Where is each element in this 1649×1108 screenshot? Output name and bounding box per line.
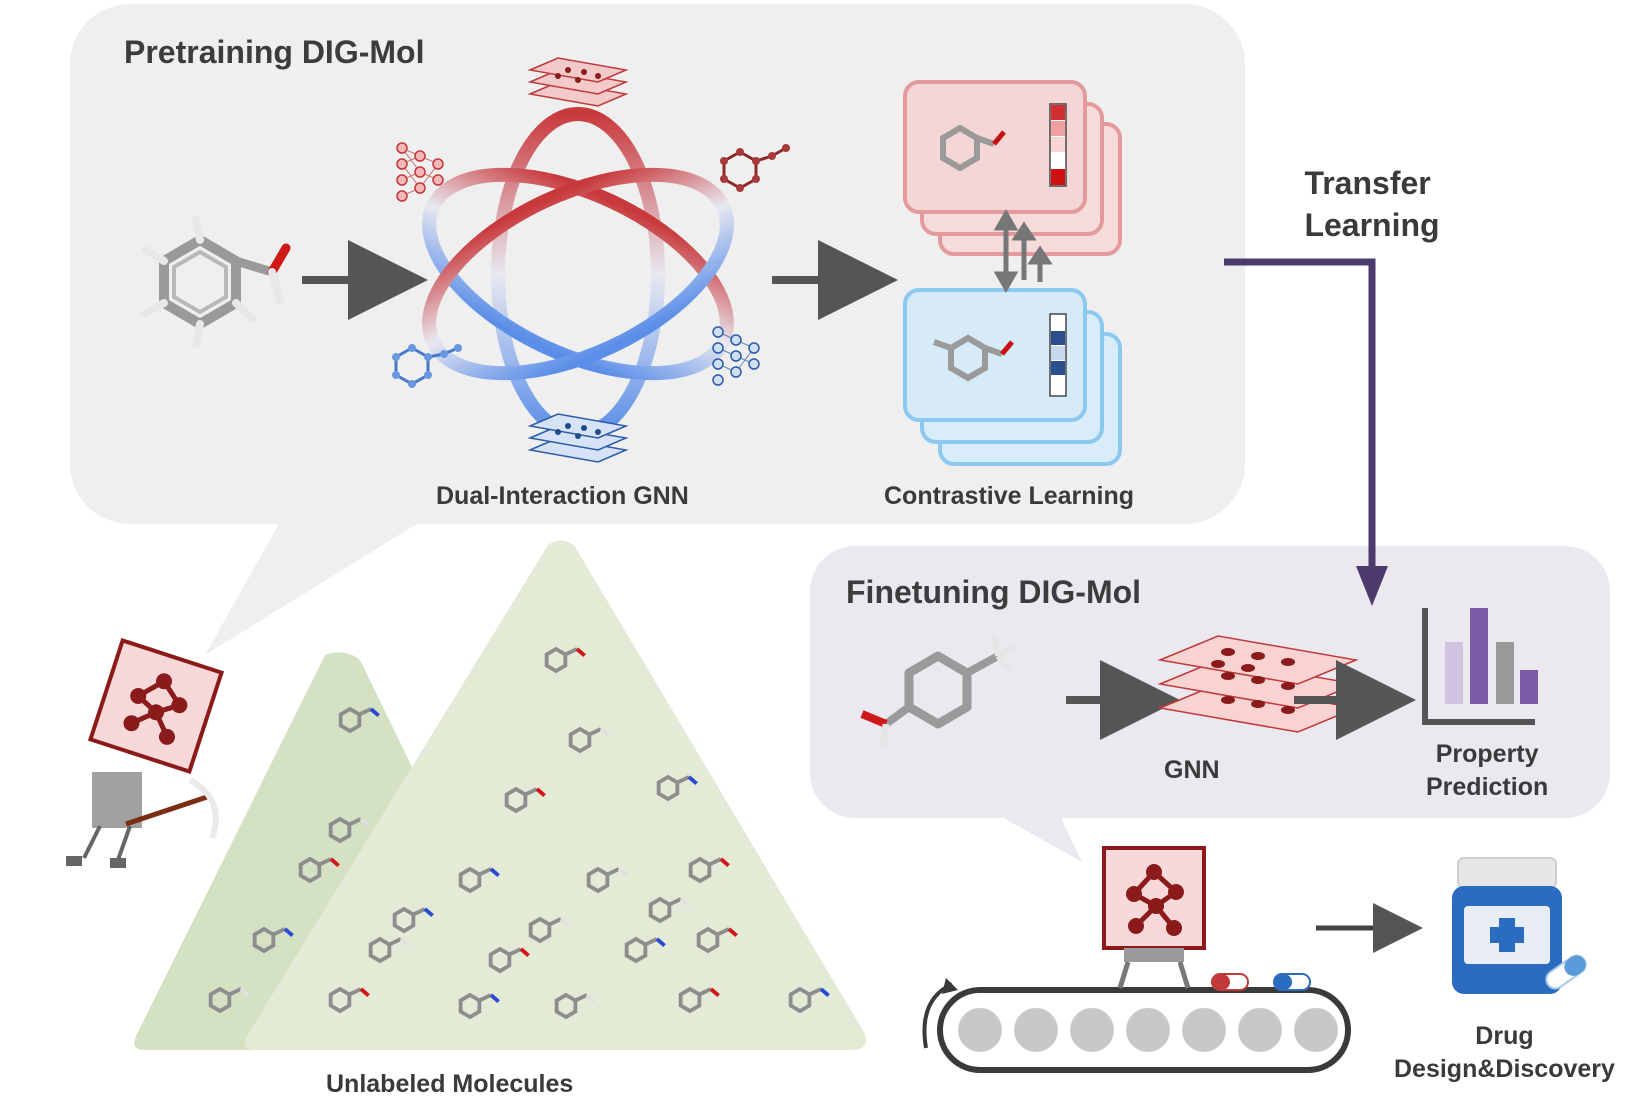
molecule-icon (458, 992, 500, 1020)
drug-line-1: Drug (1475, 1022, 1534, 1050)
drug-design-label: Drug Design&Discovery (1394, 1020, 1615, 1086)
molecule-icon (252, 926, 294, 954)
input-molecule (140, 216, 291, 348)
molecule-icon (568, 726, 610, 754)
unlabeled-molecules-piles (134, 540, 867, 1050)
blue-graph-layers-icon (527, 413, 629, 463)
small-molecules (208, 646, 830, 1020)
molecule-icon (624, 936, 666, 964)
property-prediction-chart-icon (1422, 608, 1538, 725)
drug-bottle-icon (1452, 857, 1587, 994)
molecule-icon (298, 856, 340, 884)
transfer-learning-arrow (1224, 258, 1388, 606)
property-line-1: Property (1435, 740, 1539, 768)
molecule-icon (338, 706, 380, 734)
conveyor-belt (922, 846, 1351, 1073)
molecule-icon (696, 926, 738, 954)
drug-line-2: Design&Discovery (1394, 1055, 1615, 1083)
mining-robot-icon (66, 637, 225, 868)
molecule-icon (648, 896, 690, 924)
red-neural-net-icon (396, 142, 444, 202)
transfer-line-1: Transfer (1304, 165, 1431, 201)
molecule-icon (392, 906, 434, 934)
molecule-icon (368, 936, 410, 964)
molecule-icon (788, 986, 830, 1014)
molecule-icon (678, 986, 720, 1014)
molecule-icon (544, 646, 586, 674)
finetune-gnn-icon (1157, 635, 1359, 733)
red-graph-layers-icon (527, 57, 629, 107)
molecule-icon (554, 992, 596, 1020)
blue-neural-net-icon (712, 326, 760, 386)
molecule-icon (656, 774, 698, 802)
blue-molecule-graph-icon (392, 344, 462, 388)
finetuning-title: Finetuning DIG-Mol (846, 574, 1142, 610)
molecule-icon (688, 856, 730, 884)
molecule-icon (528, 916, 570, 944)
transfer-line-2: Learning (1304, 207, 1440, 243)
property-line-2: Prediction (1426, 773, 1549, 801)
molecule-icon (328, 986, 370, 1014)
dual-interaction-gnn-label: Dual-Interaction GNN (436, 482, 689, 510)
property-prediction-label: Property Prediction (1426, 738, 1548, 804)
contrastive-learning-icon (903, 80, 1122, 466)
molecule-icon (458, 866, 500, 894)
finetune-molecule (860, 633, 1018, 749)
molecule-icon (328, 816, 370, 844)
unlabeled-molecules-label: Unlabeled Molecules (326, 1070, 574, 1098)
molecule-icon (586, 866, 628, 894)
molecule-icon (208, 986, 250, 1014)
molecule-icon (488, 946, 530, 974)
red-molecule-graph-icon (720, 144, 790, 192)
pretraining-title: Pretraining DIG-Mol (124, 34, 425, 70)
finetune-gnn-label: GNN (1164, 756, 1220, 784)
contrastive-learning-label: Contrastive Learning (884, 482, 1135, 510)
transfer-learning-label: Transfer Learning (1304, 162, 1439, 246)
molecule-icon (504, 786, 546, 814)
dual-interaction-gnn-icon (392, 57, 790, 463)
